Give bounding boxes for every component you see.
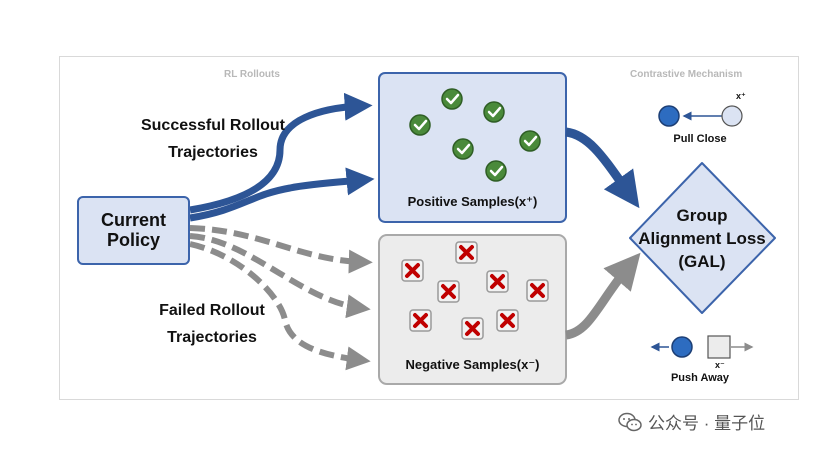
success-arrow-lower	[189, 167, 375, 222]
success-arrow-upper	[189, 92, 373, 214]
contrastive-mechanism-label: Contrastive Mechanism	[630, 69, 743, 80]
negative-samples-box	[378, 234, 567, 385]
fail-arrow-1	[189, 225, 373, 274]
x-plus-label: x⁺	[736, 91, 746, 101]
positive-samples-label: Positive Samples(x⁺)	[407, 194, 538, 209]
gal-diamond	[629, 162, 776, 314]
watermark: 公众号 · 量子位	[618, 409, 765, 434]
gal-line3: (GAL)	[678, 252, 726, 271]
rl-rollouts-label: RL Rollouts	[224, 69, 280, 80]
current-policy-label: Current Policy	[78, 210, 189, 250]
x-square-icon	[526, 279, 549, 302]
failed-line1: Failed Rollout	[159, 302, 265, 319]
x-square-icon	[486, 270, 509, 293]
successful-line2: Trajectories	[168, 144, 258, 161]
successful-line1: Successful Rollout	[140, 117, 286, 134]
gal-line2: Alignment Loss	[638, 229, 766, 248]
fail-arrow-3	[189, 241, 371, 371]
x-square-icon	[455, 241, 478, 264]
policy-line2: Policy	[106, 230, 161, 250]
check-circle-icon	[519, 130, 541, 152]
x-minus-label: x⁻	[715, 360, 725, 370]
x-square-icon	[461, 317, 484, 340]
positive-to-gal-arrow	[565, 127, 640, 209]
negative-samples-label: Negative Samples(x⁻)	[405, 357, 540, 372]
gal-label: Group Alignment Loss (GAL)	[622, 204, 782, 273]
wechat-icon	[618, 412, 642, 431]
failed-line2: Trajectories	[167, 329, 257, 346]
policy-line1: Current	[100, 210, 166, 230]
check-circle-icon	[485, 160, 507, 182]
push-away-legend	[650, 335, 754, 359]
successful-rollout-label: Successful Rollout Trajectories	[103, 112, 323, 166]
x-square-icon	[496, 309, 519, 332]
failed-rollout-label: Failed Rollout Trajectories	[102, 297, 322, 351]
fail-arrow-2	[189, 233, 371, 319]
negative-to-gal-arrow	[565, 252, 641, 340]
watermark-text: 公众号 · 量子位	[648, 414, 766, 433]
push-away-label: Push Away	[670, 372, 730, 384]
x-square-icon	[409, 309, 432, 332]
check-circle-icon	[452, 138, 474, 160]
gal-line1: Group	[676, 206, 728, 225]
check-circle-icon	[409, 114, 431, 136]
current-policy-box	[77, 196, 190, 265]
pull-close-legend	[658, 105, 743, 127]
x-square-icon	[401, 259, 424, 282]
check-circle-icon	[483, 101, 505, 123]
pull-close-label: Pull Close	[673, 133, 727, 145]
x-square-icon	[437, 280, 460, 303]
check-circle-icon	[441, 88, 463, 110]
